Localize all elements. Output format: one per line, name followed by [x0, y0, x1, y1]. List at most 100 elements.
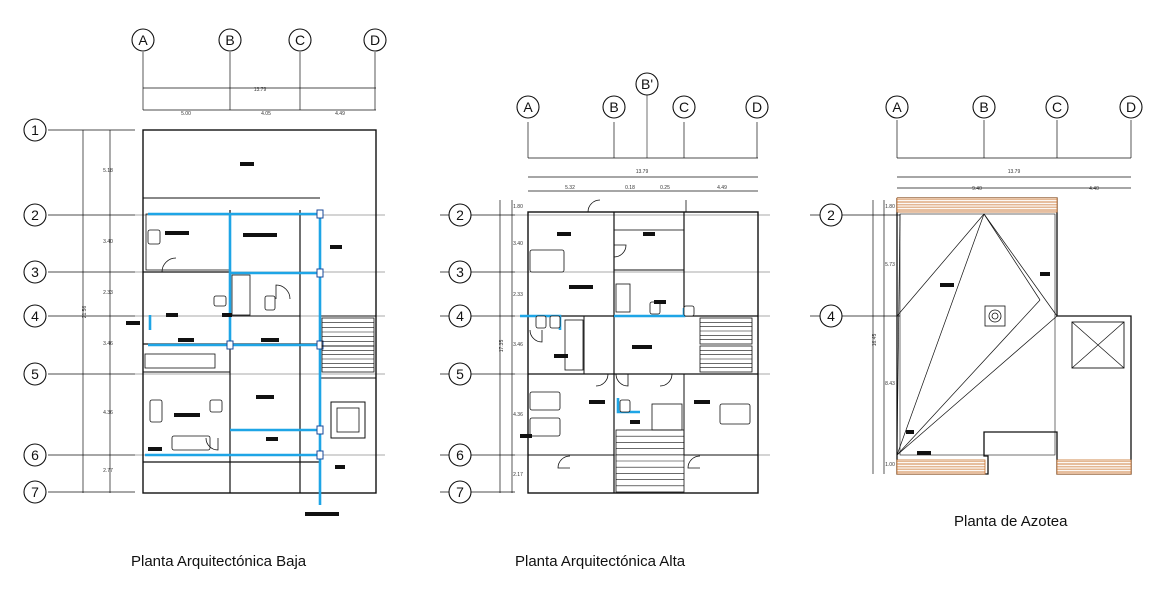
roof-parapet-top: [896, 197, 1058, 213]
ground-door: [205, 437, 219, 451]
ground-dim-segment-text: 4.05: [261, 111, 271, 117]
ground-pipe-valve: [316, 340, 324, 350]
ground-column-bubble-A-label: A: [138, 32, 148, 48]
ground-column-bubble-D: [363, 28, 387, 52]
roof-slope-line: [896, 213, 985, 456]
upper-column-bubble-A: [516, 95, 540, 119]
upper-door: [615, 373, 629, 387]
upper-toilet: [535, 315, 547, 329]
ground-row-bubble-1-label: 1: [31, 122, 39, 138]
upper-room-label: [589, 400, 605, 404]
roof-parapet-bottom-left: [896, 459, 986, 475]
ground-pipe-valve: [316, 425, 324, 435]
upper-dim-height-text: 17.35: [499, 340, 505, 353]
ground-room-label: [261, 338, 279, 342]
ground-pipe-valve: [316, 450, 324, 460]
upper-row-bubble-3: [448, 260, 472, 284]
upper-room-label: [554, 354, 568, 358]
ground-sofa: [149, 399, 163, 423]
ground-room-label: [330, 245, 342, 249]
upper-sink: [549, 315, 561, 329]
ground-counter: [144, 353, 216, 369]
ground-dim-row-text: 3.40: [103, 239, 113, 245]
ground-row-bubble-7-label: 7: [31, 484, 39, 500]
ground-dim-segment-text: 5.00: [181, 111, 191, 117]
upper-dim-row-text: 3.40: [513, 241, 523, 247]
upper-room-label: [632, 345, 652, 349]
upper-room-label: [630, 420, 640, 424]
ground-column-bubble-B: [218, 28, 242, 52]
ground-dim-row-text: 5.18: [103, 168, 113, 174]
roof-column-bubble-A: [885, 95, 909, 119]
upper-row-bubble-5: [448, 362, 472, 386]
upper-bed-4: [719, 403, 751, 425]
upper-row-bubble-7: [448, 480, 472, 504]
roof-label: [906, 430, 914, 434]
ground-column-bubble-C: [288, 28, 312, 52]
ground-column-bubble-A: [131, 28, 155, 52]
roof-slope-line: [896, 315, 1058, 456]
roof-tank-diagonal: [1071, 321, 1125, 369]
upper-dim-row-text: 4.36: [513, 412, 523, 418]
upper-dim-row-text: 1.80: [513, 204, 523, 210]
ground-room-label: [165, 231, 189, 235]
ground-room-label: [335, 465, 345, 469]
ground-row-bubble-5: [23, 362, 47, 386]
upper-dim-row-text: 3.46: [513, 342, 523, 348]
ground-cistern-inner: [336, 407, 360, 433]
upper-pipe: [616, 398, 640, 414]
upper-outer-wall: [527, 211, 759, 494]
upper-column-bubble-C-label: C: [679, 99, 689, 115]
roof-dim-segment-text: 9.40: [972, 186, 982, 192]
upper-room-label: [569, 285, 593, 289]
water-pipes: [145, 209, 686, 505]
upper-door: [595, 373, 609, 387]
ground-cistern: [330, 401, 366, 439]
ground-outer-wall: [142, 129, 377, 494]
roof-label: [940, 283, 954, 287]
upper-dim-row-text: 2.33: [513, 292, 523, 298]
roof-slope-line: [896, 213, 985, 317]
ground-row-bubble-5-label: 5: [31, 366, 39, 382]
roof-dim-total-text: 13.79: [1008, 169, 1021, 175]
upper-row-bubble-2: [448, 203, 472, 227]
upper-door: [613, 244, 627, 258]
upper-bed: [529, 249, 565, 273]
room-details: [126, 162, 1132, 516]
upper-row-bubble-4: [448, 304, 472, 328]
upper-dim-segment-text: 0.18: [625, 185, 635, 191]
roof-column-bubble-C: [1045, 95, 1069, 119]
ground-door: [161, 257, 177, 273]
upper-room-label: [654, 300, 666, 304]
ground-row-bubble-6-label: 6: [31, 447, 39, 463]
ground-column-bubble-B-label: B: [225, 32, 234, 48]
roof-slope-line: [896, 299, 1041, 456]
upper-dim-segment-text: 4.49: [717, 185, 727, 191]
ground-room-label: [178, 338, 194, 342]
roof-row-bubble-2: [819, 203, 843, 227]
upper-door: [659, 373, 673, 387]
ground-dim-row-text: 2.33: [103, 290, 113, 296]
ground-row-bubble-6: [23, 443, 47, 467]
roof-tank: [1071, 321, 1125, 369]
ground-toilet: [213, 295, 227, 307]
ground-sink: [147, 229, 161, 245]
upper-row-bubble-7-label: 7: [456, 484, 464, 500]
ground-room-label: [148, 447, 162, 451]
ground-floor-caption: Planta Arquitectónica Baja: [131, 553, 307, 570]
roof-slope-line: [896, 213, 901, 456]
roof-drain-icon-inner: [991, 312, 999, 320]
roof-parapet-bottom-right: [1056, 459, 1132, 475]
ground-room-label: [126, 321, 140, 325]
upper-closet: [613, 229, 685, 271]
upper-column-bubble-b-prime-label: B': [641, 76, 653, 92]
ground-room-label: [305, 512, 339, 516]
roof-row-bubble-2-label: 2: [827, 207, 835, 223]
ground-room-label: [174, 413, 200, 417]
upper-column-bubble-B: [602, 95, 626, 119]
ground-dim-row-text: 2.77: [103, 468, 113, 474]
upper-sink-2: [683, 305, 695, 317]
roof-label: [1040, 272, 1050, 276]
